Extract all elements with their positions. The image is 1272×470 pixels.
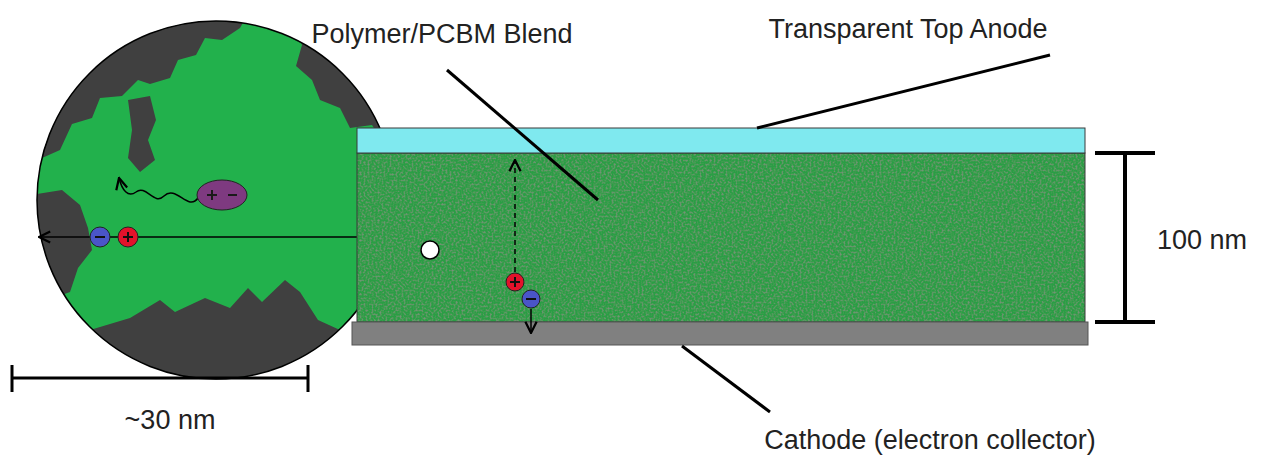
callout-label: Transparent Top Anode xyxy=(768,15,1047,45)
blend-layer xyxy=(357,153,1085,322)
anode-layer xyxy=(357,128,1085,153)
callout-label: ~30 nm xyxy=(125,406,216,436)
leader-line xyxy=(757,55,1050,128)
callout-label: Cathode (electron collector) xyxy=(764,426,1096,456)
leader-line xyxy=(447,70,598,200)
exciton-charge-signs xyxy=(207,190,237,200)
minus-sign xyxy=(95,236,105,238)
callout-label: Polymer/PCBM Blend xyxy=(311,20,572,50)
scale-bar xyxy=(12,365,308,392)
blend-layer-outline xyxy=(357,153,1085,322)
pcbm-domain xyxy=(30,190,92,300)
hole-path xyxy=(514,160,516,272)
zoom-spot xyxy=(421,241,439,259)
electron xyxy=(90,227,110,247)
pcbm-domain xyxy=(128,96,156,172)
leader-line xyxy=(682,346,770,412)
thickness-bracket xyxy=(1095,153,1155,322)
pcbm-domain xyxy=(80,280,380,400)
magnifier-circle xyxy=(37,21,395,379)
callout-label: 100 nm xyxy=(1157,226,1247,256)
electron xyxy=(522,290,540,308)
plus-sign xyxy=(510,277,520,287)
hole xyxy=(118,227,138,247)
diffusion-path xyxy=(119,178,198,202)
electron-path xyxy=(530,309,532,333)
plus-sign xyxy=(123,232,133,242)
hole xyxy=(506,273,524,291)
exciton xyxy=(197,180,247,210)
minus-sign xyxy=(526,298,536,300)
cathode-layer xyxy=(352,322,1088,345)
